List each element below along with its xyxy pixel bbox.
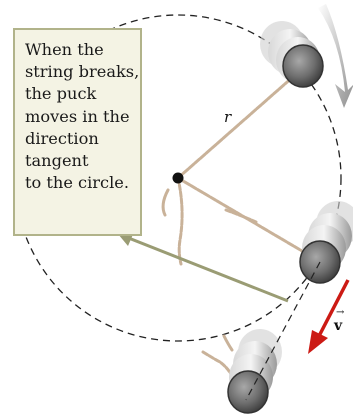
callout-line-2: string breaks, <box>25 62 140 82</box>
circular-path <box>14 14 342 342</box>
callout-line-1: When the <box>25 40 104 59</box>
callout-pointer <box>125 235 289 303</box>
velocity-arrow <box>308 279 350 354</box>
tangent-line <box>245 261 321 401</box>
callout-line-4: moves in the <box>25 106 130 126</box>
callout-line-7: to the circle. <box>25 173 130 193</box>
explanation-callout: When the string breaks, the puck moves i… <box>13 28 142 236</box>
center-point <box>172 172 184 184</box>
puck-right <box>299 201 353 284</box>
string-to-top-puck <box>176 74 296 180</box>
velocity-vector-arrow-mark: → <box>336 307 345 318</box>
callout-line-6: tangent <box>25 151 89 171</box>
string-dangling-lower-2 <box>222 334 234 352</box>
string-broken-end-2 <box>161 188 170 217</box>
string-broken-segment <box>224 208 258 224</box>
radius-label: r <box>224 108 232 126</box>
puck-lower <box>227 329 282 414</box>
callout-line-3: the puck <box>25 84 97 104</box>
strings <box>161 74 316 394</box>
string-broken-end-1 <box>176 176 184 266</box>
velocity-label: v <box>334 318 343 334</box>
puck-top <box>260 21 324 88</box>
motion-direction-arrow <box>318 4 353 108</box>
callout-line-5: direction <box>25 128 99 148</box>
